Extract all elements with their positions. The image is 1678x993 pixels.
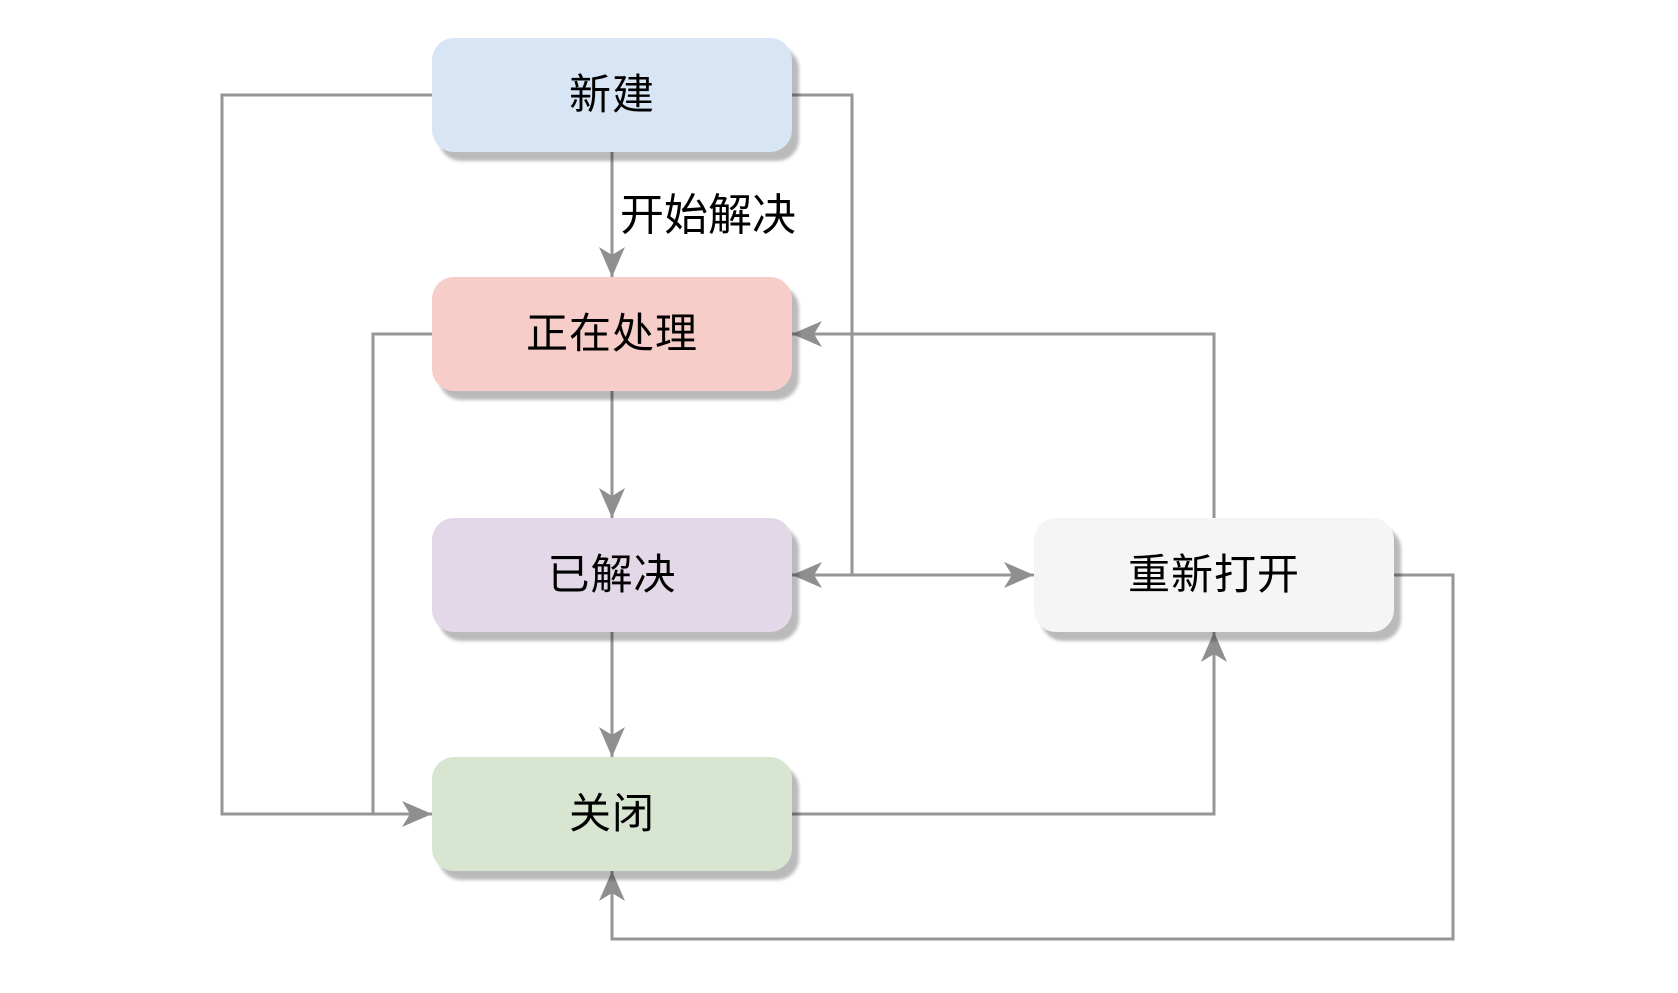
node-resolved[interactable]: 已解决 [432,518,792,632]
edge-in-progress-to-closed [371,332,432,814]
edge-reopened-to-in-progress [792,321,1216,518]
edge-new-to-closed [220,93,432,827]
node-new[interactable]: 新建 [432,38,792,152]
node-closed-label: 关闭 [568,789,655,838]
node-new-label: 新建 [568,70,655,119]
edge-reopened-to-closed [599,573,1455,941]
node-closed[interactable]: 关闭 [432,757,792,871]
edge-label-start-resolving: 开始解决 [620,190,796,241]
edge-closed-to-reopened [792,632,1227,816]
node-resolved-label: 已解决 [547,550,677,599]
edge-new-to-resolved [792,93,854,575]
node-in-progress[interactable]: 正在处理 [432,277,792,391]
node-in-progress-label: 正在处理 [525,309,698,358]
node-reopened[interactable]: 重新打开 [1034,518,1394,632]
node-reopened-label: 重新打开 [1127,550,1300,599]
